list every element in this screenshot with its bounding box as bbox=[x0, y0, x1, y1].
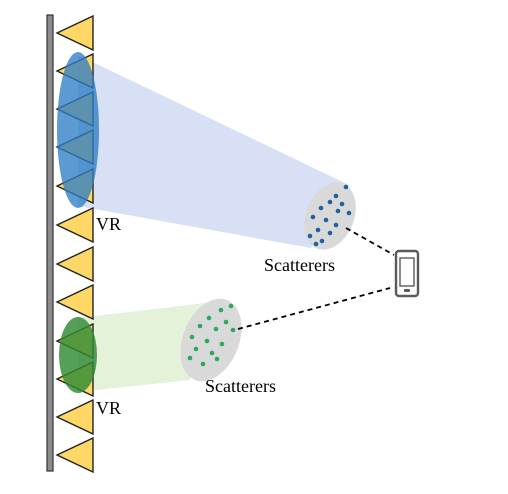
vr-label-bottom: VR bbox=[96, 398, 121, 418]
scatter-point-top-2 bbox=[333, 193, 339, 199]
scatter-point-top-13 bbox=[307, 233, 313, 239]
scatter-point-top-10 bbox=[333, 222, 339, 228]
scatter-point-bottom-7 bbox=[230, 327, 236, 333]
scatter-points-top bbox=[307, 184, 352, 247]
scatter-point-bottom-1 bbox=[228, 303, 234, 309]
scatter-point-bottom-6 bbox=[213, 326, 219, 332]
link-top-to-phone bbox=[345, 227, 395, 256]
antenna-element-7 bbox=[55, 245, 94, 283]
visibility-region-top bbox=[57, 52, 99, 208]
scatter-point-bottom-5 bbox=[197, 323, 203, 329]
scatter-point-top-9 bbox=[323, 217, 329, 223]
scatter-point-bottom-8 bbox=[189, 334, 195, 340]
scatter-point-top-7 bbox=[346, 210, 352, 216]
scatter-point-top-1 bbox=[343, 184, 349, 190]
scatter-point-top-6 bbox=[335, 208, 341, 214]
scatter-point-bottom-10 bbox=[219, 341, 225, 347]
scatter-point-top-3 bbox=[327, 199, 333, 205]
vr-label-top: VR bbox=[96, 214, 121, 234]
scatter-point-top-4 bbox=[339, 201, 345, 207]
antenna-element-12 bbox=[55, 436, 94, 474]
antenna-element-11 bbox=[55, 398, 94, 436]
scatter-point-top-14 bbox=[319, 238, 325, 244]
antenna-element-1 bbox=[55, 14, 94, 52]
smartphone-icon bbox=[394, 249, 420, 298]
scatter-point-bottom-11 bbox=[193, 346, 199, 352]
scatter-points-bottom bbox=[187, 303, 236, 367]
scatterers-label-top: Scatterers bbox=[264, 255, 335, 275]
antenna-pole bbox=[46, 14, 54, 472]
scatter-point-bottom-4 bbox=[223, 319, 229, 325]
scatterer-cluster-top bbox=[304, 182, 356, 250]
scatter-point-bottom-15 bbox=[214, 356, 220, 362]
antenna-element-8 bbox=[55, 283, 94, 321]
scatter-point-bottom-9 bbox=[204, 338, 210, 344]
scatter-point-bottom-14 bbox=[200, 361, 206, 367]
visibility-region-bottom bbox=[59, 317, 97, 393]
scatterers-label-bottom: Scatterers bbox=[205, 376, 276, 396]
beam-top bbox=[78, 55, 349, 248]
antenna-element-6 bbox=[55, 206, 94, 244]
scatter-point-top-11 bbox=[315, 227, 321, 233]
scatter-point-bottom-13 bbox=[187, 355, 193, 361]
scatter-point-top-15 bbox=[313, 241, 319, 247]
scatter-point-bottom-3 bbox=[206, 315, 212, 321]
scatter-point-top-5 bbox=[318, 205, 324, 211]
scatter-point-top-12 bbox=[327, 230, 333, 236]
scatter-point-bottom-2 bbox=[218, 307, 224, 313]
link-bottom-to-phone bbox=[237, 287, 391, 330]
scatter-point-top-8 bbox=[310, 214, 316, 220]
scatter-point-bottom-12 bbox=[209, 350, 215, 356]
scatterer-cluster-bottom bbox=[180, 298, 242, 382]
